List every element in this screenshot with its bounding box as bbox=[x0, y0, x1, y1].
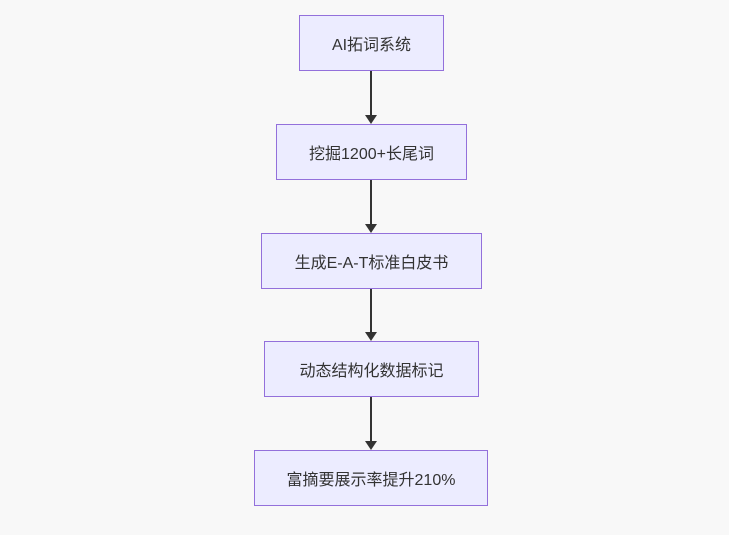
edge-line bbox=[370, 180, 372, 225]
flow-node-label: AI拓词系统 bbox=[331, 37, 412, 54]
flow-node-label: 生成E-A-T标准白皮书 bbox=[294, 255, 449, 272]
flow-node-label: 动态结构化数据标记 bbox=[299, 363, 444, 380]
flow-node-label: 挖掘1200+长尾词 bbox=[309, 146, 434, 163]
edge-line bbox=[370, 289, 372, 333]
arrowhead-down-icon bbox=[365, 115, 377, 124]
flow-edge-2 bbox=[365, 180, 377, 233]
arrowhead-down-icon bbox=[365, 441, 377, 450]
flow-node-structured-data-markup: 动态结构化数据标记 bbox=[264, 341, 479, 397]
flow-edge-1 bbox=[365, 71, 377, 124]
flow-node-longtail-keywords: 挖掘1200+长尾词 bbox=[276, 124, 467, 180]
edge-line bbox=[370, 71, 372, 116]
flow-node-ai-expansion-system: AI拓词系统 bbox=[299, 15, 444, 71]
flow-node-rich-snippet-result: 富摘要展示率提升210% bbox=[254, 450, 488, 506]
arrowhead-down-icon bbox=[365, 224, 377, 233]
flow-node-eat-whitepaper: 生成E-A-T标准白皮书 bbox=[261, 233, 482, 289]
arrowhead-down-icon bbox=[365, 332, 377, 341]
flow-node-label: 富摘要展示率提升210% bbox=[286, 472, 456, 489]
edge-line bbox=[370, 397, 372, 442]
flow-edge-4 bbox=[365, 397, 377, 450]
flow-edge-3 bbox=[365, 289, 377, 341]
